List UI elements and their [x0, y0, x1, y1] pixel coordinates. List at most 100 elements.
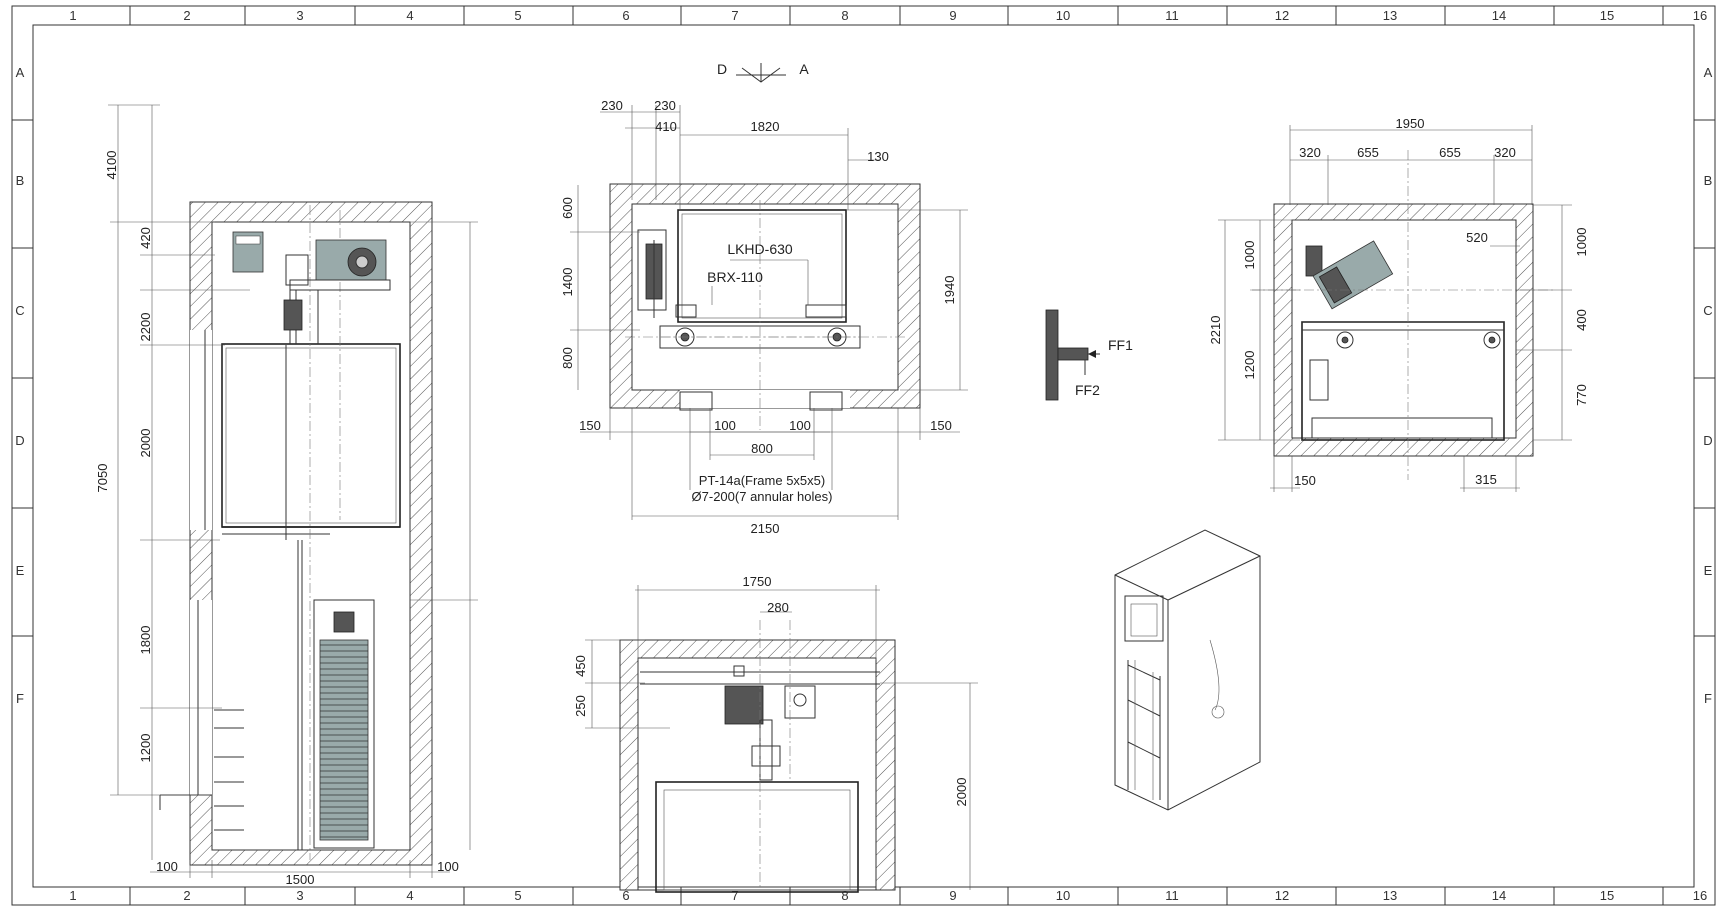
grid-col-label: 16: [1693, 8, 1707, 23]
grid-col-label: 8: [841, 8, 848, 23]
lower-shaft-wall: [619, 639, 896, 891]
dim-label: 2150: [751, 521, 780, 536]
lower-car: [655, 781, 859, 893]
dim-label: 655: [1357, 145, 1379, 160]
plan-car: [677, 209, 847, 323]
grid-labels-left: A B C D E F: [15, 65, 24, 706]
dim-label: 400: [1574, 309, 1589, 331]
grid-col-label: 2: [183, 8, 190, 23]
side-shaft-wall: [1273, 203, 1534, 457]
beam-detail: FF1 FF2: [1045, 309, 1133, 401]
grid-col-label: 6: [622, 8, 629, 23]
component-label: LKHD-630: [727, 241, 793, 257]
dim-label: 320: [1299, 145, 1321, 160]
grid-row-label: E: [1704, 563, 1713, 578]
grid-col-label: 7: [731, 8, 738, 23]
grid-labels-bottom: 1 2 3 4 5 6 7 8 9 10 11 12 13 14 15 16: [69, 888, 1707, 903]
dim-label: 1400: [560, 268, 575, 297]
grid-col-label: 12: [1275, 888, 1289, 903]
grid-col-label: 3: [296, 8, 303, 23]
dim-label: 100: [789, 418, 811, 433]
grid-row-label: E: [16, 563, 25, 578]
dim-label: 2000: [954, 778, 969, 807]
dim-label: 150: [1294, 473, 1316, 488]
dim-label: 250: [573, 695, 588, 717]
side-view: 1950 320 655 655 320 520 2210 1000 1200 …: [1208, 116, 1589, 492]
dim-label: 600: [560, 197, 575, 219]
dim-label: 280: [767, 600, 789, 615]
side-motor: [1305, 240, 1394, 401]
grid-row-label: D: [1703, 433, 1712, 448]
dim-label: 2210: [1208, 316, 1223, 345]
grid-col-label: 1: [69, 888, 76, 903]
grid-row-label: A: [1704, 65, 1713, 80]
grid-col-label: 3: [296, 888, 303, 903]
dim-label: 230: [601, 98, 623, 113]
grid-col-label: 9: [949, 8, 956, 23]
grid-col-label: 15: [1600, 888, 1614, 903]
dim-label: 800: [751, 441, 773, 456]
dim-label: 150: [930, 418, 952, 433]
grid-col-label: 12: [1275, 8, 1289, 23]
dim-label: 1200: [1242, 351, 1257, 380]
grid-col-label: 9: [949, 888, 956, 903]
grid-col-label: 13: [1383, 8, 1397, 23]
dim-label: 1000: [1242, 241, 1257, 270]
dim-label: 320: [1494, 145, 1516, 160]
rope-assembly: [283, 290, 319, 850]
grid-col-label: 14: [1492, 888, 1506, 903]
grid-col-label: 11: [1165, 8, 1179, 23]
dim-label: 100: [437, 859, 459, 874]
section-marker: D A: [717, 61, 809, 83]
detail-label: FF2: [1075, 382, 1100, 398]
dim-label: 410: [655, 119, 677, 134]
dim-label: 655: [1439, 145, 1461, 160]
grid-col-label: 1: [69, 8, 76, 23]
lower-section-view: 1750 280 450 250 2000: [573, 574, 978, 893]
dim-label: 1950: [1396, 116, 1425, 131]
grid-row-label: C: [1703, 303, 1712, 318]
car-body: [221, 343, 401, 528]
note-text: Ø7-200(7 annular holes): [692, 489, 833, 504]
grid-col-label: 5: [514, 8, 521, 23]
grid-col-label: 4: [406, 888, 413, 903]
grid-row-label: F: [16, 691, 24, 706]
grid-row-label: B: [16, 173, 25, 188]
dim-label: 7050: [95, 464, 110, 493]
grid-row-label: A: [16, 65, 25, 80]
section-label-left: D: [717, 61, 727, 77]
dim-label: 1000: [1574, 228, 1589, 257]
grid-col-label: 10: [1056, 8, 1070, 23]
grid-row-label: D: [15, 433, 24, 448]
counterweight: [313, 599, 375, 849]
plan-view: 230 230 410 1820 130 600 1400 800 1940 L…: [560, 98, 968, 536]
dim-label: 1500: [286, 872, 315, 887]
grid-row-label: B: [1704, 173, 1713, 188]
grid-col-label: 16: [1693, 888, 1707, 903]
dim-label: 2200: [138, 313, 153, 342]
grid-col-label: 2: [183, 888, 190, 903]
dim-label: 1820: [751, 119, 780, 134]
dim-label: 2000: [138, 429, 153, 458]
detail-label: FF1: [1108, 337, 1133, 353]
lower-machine: [724, 685, 764, 725]
elevation-view: 4100 420 2200 2000 7050 1800 1200 100 15…: [95, 104, 478, 887]
dim-label: 1200: [138, 734, 153, 763]
grid-col-label: 7: [731, 888, 738, 903]
door-opening: [190, 600, 212, 795]
traction-machine: [285, 239, 391, 291]
note-text: PT-14a(Frame 5x5x5): [699, 473, 825, 488]
grid-col-label: 14: [1492, 8, 1506, 23]
grid-col-label: 13: [1383, 888, 1397, 903]
dim-label: 450: [573, 655, 588, 677]
sheet-border: [11, 5, 1716, 906]
dim-label: 1800: [138, 626, 153, 655]
dim-label: 770: [1574, 384, 1589, 406]
component-label: BRX-110: [707, 269, 763, 285]
grid-row-label: F: [1704, 691, 1712, 706]
door-opening: [190, 330, 212, 530]
grid-row-label: C: [15, 303, 24, 318]
grid-col-label: 11: [1165, 888, 1179, 903]
